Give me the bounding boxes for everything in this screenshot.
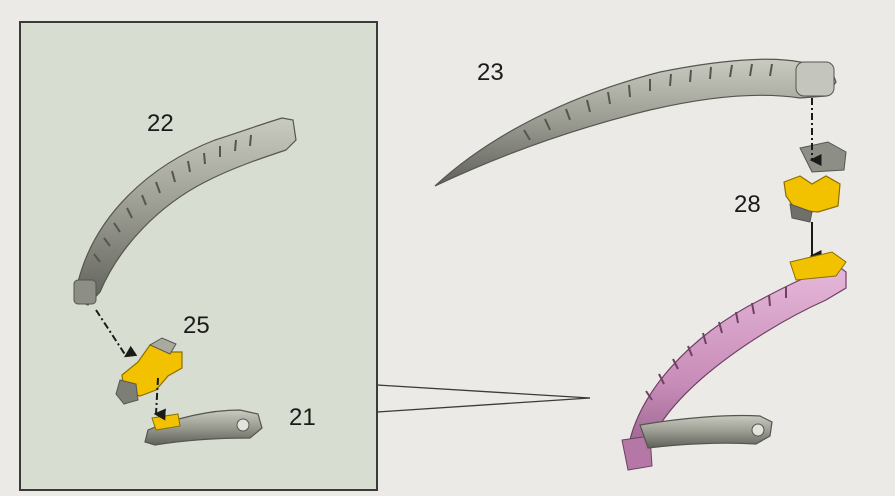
label-part-25: 25 — [183, 312, 210, 339]
label-part-23: 23 — [477, 59, 504, 86]
label-part-28: 28 — [734, 191, 761, 218]
label-part-21: 21 — [289, 404, 316, 431]
label-part-22: 22 — [147, 110, 174, 137]
